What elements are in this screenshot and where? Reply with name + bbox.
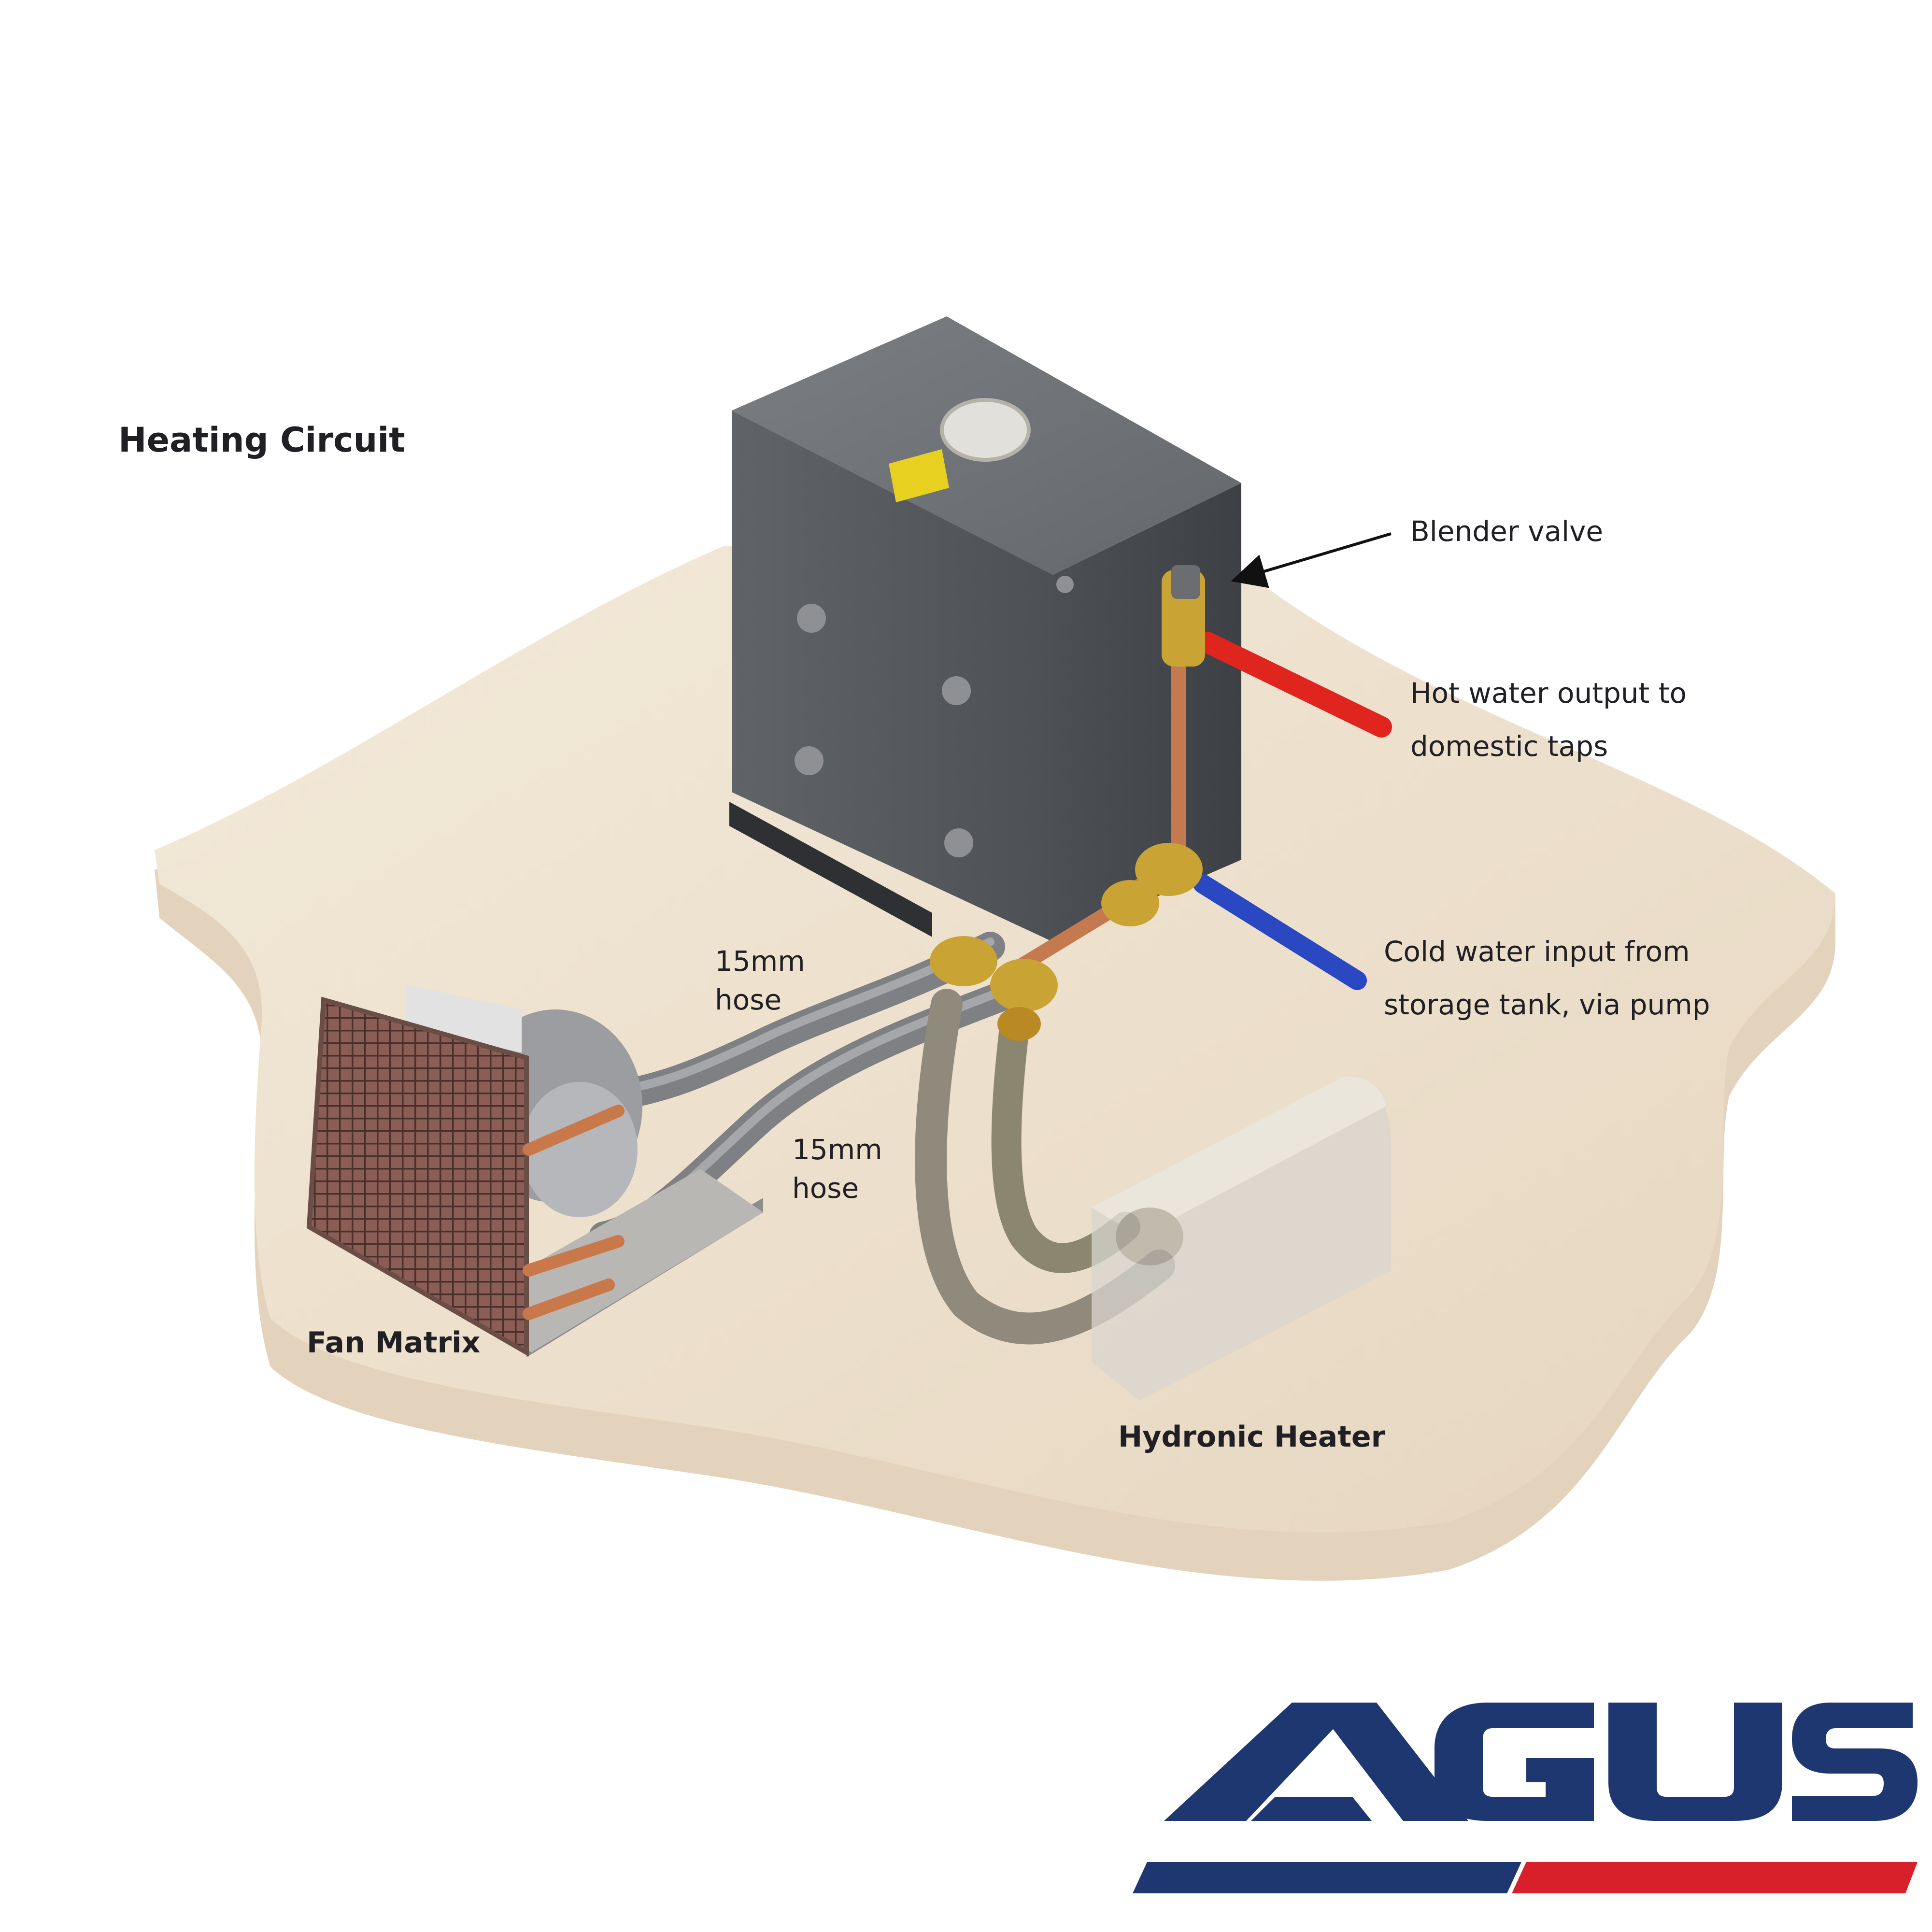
heater-top xyxy=(1092,1077,1386,1236)
blender-valve-cap xyxy=(1171,565,1200,599)
blender-valve-label: Blender valve xyxy=(1410,515,1603,548)
brass-fittings xyxy=(930,843,1203,1041)
logo-underline-blue xyxy=(1133,1862,1521,1893)
hose-top xyxy=(598,932,1005,1111)
logo-underline-red xyxy=(1512,1862,1918,1893)
cold-water-label-line1: Cold water input from xyxy=(1384,935,1690,968)
logo-letter-g xyxy=(1435,1703,1594,1821)
hydronic-heater xyxy=(1092,1077,1391,1401)
agus-logo xyxy=(1133,1703,1918,1893)
hose-top-label-line1: 15mm xyxy=(715,945,805,978)
fan-matrix xyxy=(306,984,763,1357)
tank-filler-cap xyxy=(940,398,1031,462)
logo-letter-u xyxy=(1608,1703,1782,1821)
hose-to-heater-outer xyxy=(915,989,1175,1345)
fan-matrix-grille xyxy=(309,1000,526,1352)
heater-body xyxy=(1092,1077,1391,1401)
storage-tank xyxy=(729,316,1241,942)
logo-letter-a xyxy=(1164,1703,1468,1821)
tank-front xyxy=(732,411,1053,942)
hydronic-heater-label: Hydronic Heater xyxy=(1118,1420,1386,1454)
hot-water-label-line2: domestic taps xyxy=(1410,730,1608,763)
heater-inlet xyxy=(1116,1208,1183,1265)
tank-base-rail xyxy=(729,802,932,937)
hose-bottom-label-line2: hose xyxy=(792,1172,859,1205)
fan-matrix-top-plate xyxy=(406,984,522,1053)
tank-bolts xyxy=(795,576,1074,857)
hose-bottom-label-line1: 15mm xyxy=(792,1133,882,1166)
diagram-title: Heating Circuit xyxy=(118,420,405,460)
cold-water-pipe xyxy=(1193,874,1367,990)
hose-to-heater-inner xyxy=(991,1014,1140,1273)
hot-water-label-line1: Hot water output to xyxy=(1410,677,1687,710)
hose-top-highlight xyxy=(609,938,994,1096)
fan-matrix-label: Fan Matrix xyxy=(307,1326,480,1360)
tank-warning-label xyxy=(889,449,949,502)
hose-top-label-line2: hose xyxy=(715,983,781,1016)
hot-water-pipe xyxy=(1197,632,1392,738)
fan-matrix-frame xyxy=(306,996,529,1357)
logo-letter-s xyxy=(1792,1703,1918,1821)
cold-water-label-line2: storage tank, via pump xyxy=(1384,988,1710,1021)
blender-valve-pointer xyxy=(1231,532,1392,588)
fan-copper-pipes xyxy=(523,1105,625,1320)
